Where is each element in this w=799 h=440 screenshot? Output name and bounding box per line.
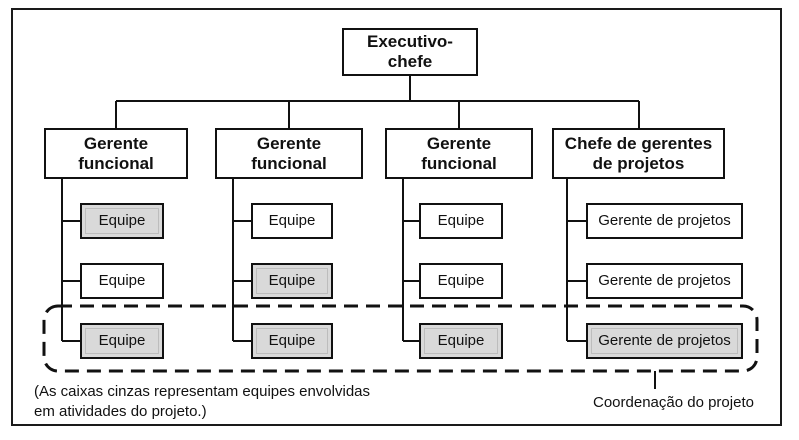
manager-label: Gerente funcional bbox=[78, 133, 154, 173]
team-label: Equipe bbox=[268, 272, 316, 289]
executive-chief-label: Executivo- chefe bbox=[367, 32, 453, 71]
team-box: Equipe bbox=[251, 323, 333, 359]
project-manager-box: Gerente de projetos bbox=[586, 203, 743, 239]
team-box: Equipe bbox=[419, 323, 503, 359]
team-box: Equipe bbox=[251, 263, 333, 299]
executive-chief-box: Executivo- chefe bbox=[342, 28, 478, 76]
functional-manager-box-2: Gerente funcional bbox=[215, 128, 363, 179]
team-box: Equipe bbox=[419, 203, 503, 239]
project-manager-label: Gerente de projetos bbox=[598, 212, 731, 229]
manager-label: Gerente funcional bbox=[251, 133, 327, 173]
team-label: Equipe bbox=[98, 212, 146, 229]
team-label: Equipe bbox=[98, 272, 146, 289]
functional-manager-box-3: Gerente funcional bbox=[385, 128, 533, 179]
project-managers-chief-box: Chefe de gerentes de projetos bbox=[552, 128, 725, 179]
project-manager-label: Gerente de projetos bbox=[598, 332, 731, 349]
team-box: Equipe bbox=[80, 263, 164, 299]
project-coordination-boundary bbox=[42, 304, 759, 373]
team-label: Equipe bbox=[437, 272, 485, 289]
figure-frame bbox=[11, 8, 782, 426]
team-label: Equipe bbox=[437, 212, 485, 229]
team-label: Equipe bbox=[268, 212, 316, 229]
grey-box-legend-note: (As caixas cinzas representam equipes en… bbox=[34, 383, 370, 420]
project-manager-box: Gerente de projetos bbox=[586, 263, 743, 299]
team-box: Equipe bbox=[251, 203, 333, 239]
project-coordination-label: Coordenação do projeto bbox=[593, 394, 754, 411]
manager-label: Chefe de gerentes de projetos bbox=[564, 133, 713, 173]
manager-label: Gerente funcional bbox=[421, 133, 497, 173]
team-box: Equipe bbox=[80, 323, 164, 359]
team-label: Equipe bbox=[268, 332, 316, 349]
project-manager-label: Gerente de projetos bbox=[598, 272, 731, 289]
team-box: Equipe bbox=[80, 203, 164, 239]
project-manager-box: Gerente de projetos bbox=[586, 323, 743, 359]
team-box: Equipe bbox=[419, 263, 503, 299]
team-label: Equipe bbox=[98, 332, 146, 349]
team-label: Equipe bbox=[437, 332, 485, 349]
functional-manager-box-1: Gerente funcional bbox=[44, 128, 188, 179]
